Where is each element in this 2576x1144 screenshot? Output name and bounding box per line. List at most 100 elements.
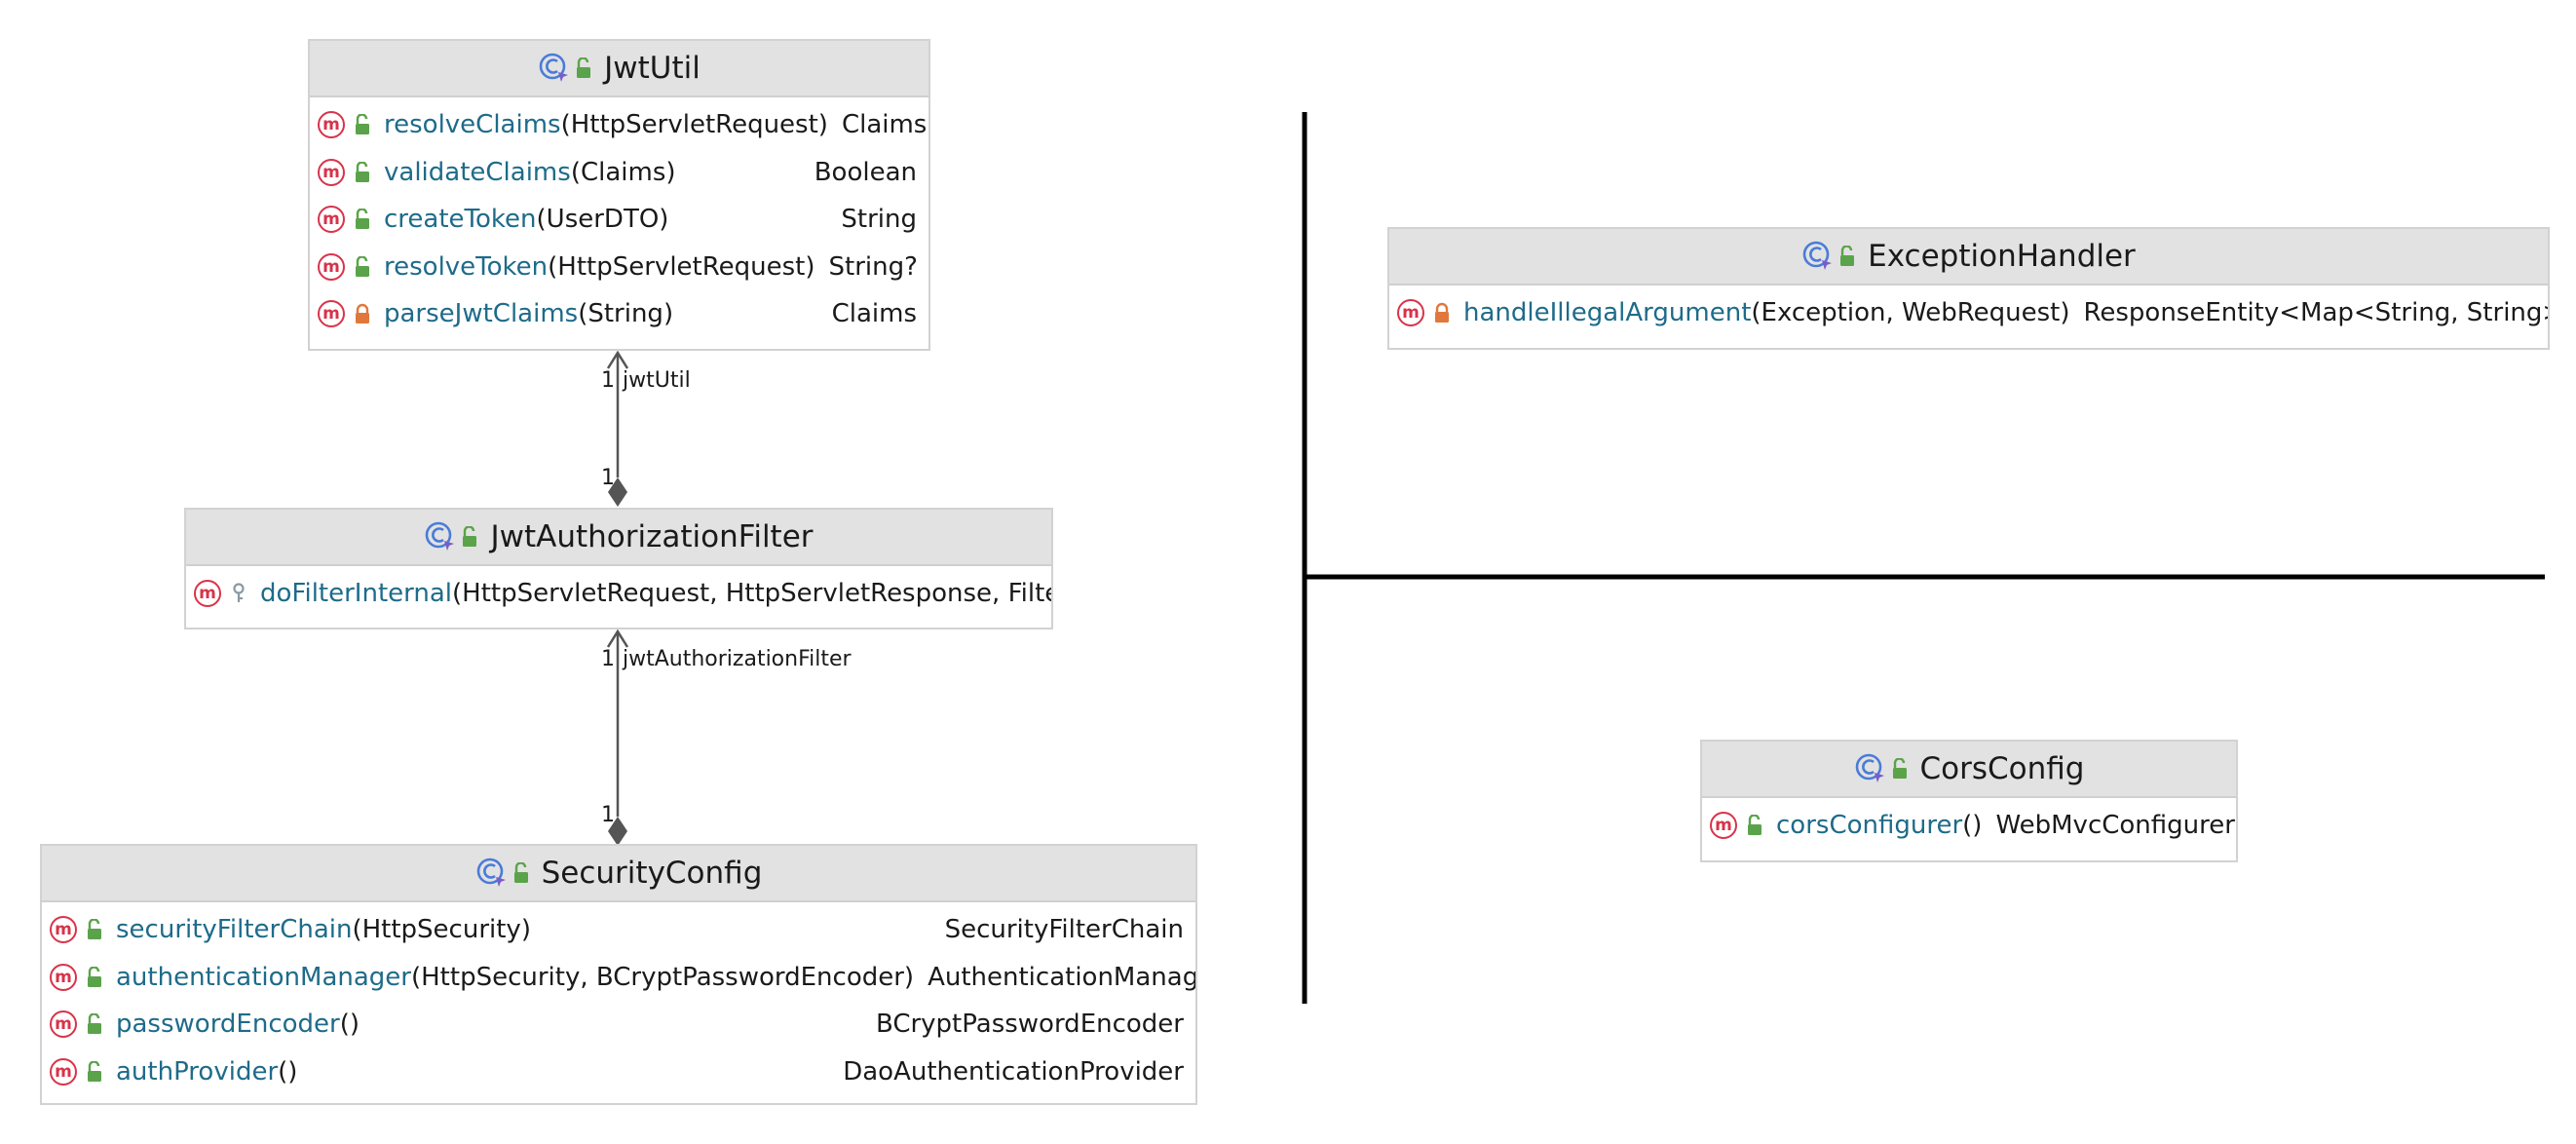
method-params: (UserDTO) <box>536 205 669 235</box>
method-name: authenticationManager <box>116 962 411 992</box>
public-lock-open-icon <box>85 1060 104 1084</box>
public-lock-open-icon <box>353 255 372 279</box>
protected-key-icon <box>229 582 248 605</box>
method-return-type: WebMvcConfigurer <box>1995 811 2235 841</box>
method-row[interactable]: m validateClaims(Claims) Boolean <box>310 149 928 197</box>
public-lock-open-icon <box>575 57 592 79</box>
class-icon <box>1801 240 1856 273</box>
relation-jwtutil-line[interactable] <box>606 350 629 507</box>
method-row[interactable]: m doFilterInternal(HttpServletRequest, Ht… <box>186 570 1051 618</box>
private-lock-icon <box>353 302 372 325</box>
class-header[interactable]: ExceptionHandler <box>1389 229 2548 286</box>
public-lock-open-icon <box>85 1012 104 1036</box>
method-name: doFilterInternal <box>260 579 453 609</box>
method-return-type: Claims? <box>841 110 928 140</box>
method-row[interactable]: m handleIllegalArgument(Exception, WebReq… <box>1389 289 2548 337</box>
public-lock-open-icon <box>353 161 372 184</box>
method-icon: m <box>194 580 221 608</box>
relation2-role-label: jwtAuthorizationFilter <box>623 647 852 671</box>
method-icon: m <box>1397 299 1424 327</box>
method-params: (HttpServletRequest, HttpServletResponse… <box>452 579 1053 609</box>
method-return-type: AuthenticationManager <box>928 962 1197 992</box>
public-lock-open-icon <box>85 918 104 941</box>
method-row[interactable]: m securityFilterChain(HttpSecurity) Securi… <box>42 906 1195 954</box>
class-icon <box>1854 752 1909 785</box>
method-icon: m <box>318 252 345 281</box>
class-header[interactable]: CorsConfig <box>1702 742 2236 798</box>
method-icon: m <box>50 1057 77 1086</box>
method-name: handleIllegalArgument <box>1463 298 1752 328</box>
method-return-type: ResponseEntity<Map<String, String>> <box>2083 298 2550 328</box>
method-return-type: DaoAuthenticationProvider <box>843 1056 1184 1087</box>
method-return-type: String? <box>828 251 918 282</box>
public-lock-open-icon <box>1745 814 1764 837</box>
method-params: (HttpSecurity, BCryptPasswordEncoder) <box>410 962 915 992</box>
public-lock-open-icon <box>461 526 478 548</box>
method-params: (Exception, WebRequest) <box>1751 298 2070 328</box>
relation2-source-multiplicity: 1 <box>601 803 615 827</box>
method-row[interactable]: m parseJwtClaims(String) Claims <box>310 290 928 338</box>
class-jwtauthorizationfilter[interactable]: JwtAuthorizationFilter m doFilterInternal(… <box>184 508 1053 629</box>
private-lock-icon <box>1432 301 1452 324</box>
method-name: securityFilterChain <box>116 915 353 945</box>
method-params: () <box>339 1010 360 1040</box>
method-icon: m <box>318 206 345 234</box>
relation-jwtfilter-line[interactable] <box>606 629 629 846</box>
relation2-target-multiplicity: 1 <box>601 647 615 671</box>
class-icon <box>538 52 592 85</box>
method-icon: m <box>50 963 77 991</box>
class-name: CorsConfig <box>1919 751 2085 786</box>
class-header[interactable]: JwtUtil <box>310 41 928 97</box>
method-icon: m <box>50 916 77 944</box>
method-icon: m <box>1710 812 1737 840</box>
class-name: ExceptionHandler <box>1868 239 2136 274</box>
method-params: (String) <box>578 299 674 329</box>
method-row[interactable]: m authenticationManager(HttpSecurity, BCr… <box>42 954 1195 1002</box>
method-row[interactable]: m corsConfigurer() WebMvcConfigurer <box>1702 802 2236 850</box>
method-icon: m <box>50 1011 77 1039</box>
method-icon: m <box>318 300 345 328</box>
class-name: SecurityConfig <box>541 856 763 891</box>
method-name: resolveToken <box>384 251 549 282</box>
method-params: (HttpServletRequest) <box>560 110 828 140</box>
method-name: corsConfigurer <box>1776 811 1963 841</box>
public-lock-open-icon <box>353 208 372 231</box>
public-lock-open-icon <box>353 113 372 136</box>
method-return-type: SecurityFilterChain <box>944 915 1184 945</box>
method-name: validateClaims <box>384 157 571 187</box>
method-return-type: Boolean <box>814 157 917 187</box>
method-name: parseJwtClaims <box>384 299 579 329</box>
method-name: resolveClaims <box>384 110 561 140</box>
class-icon <box>424 520 478 553</box>
method-row[interactable]: m resolveToken(HttpServletRequest) String? <box>310 244 928 291</box>
method-params: (HttpSecurity) <box>352 915 531 945</box>
class-name: JwtAuthorizationFilter <box>490 519 814 554</box>
class-header[interactable]: JwtAuthorizationFilter <box>186 510 1051 566</box>
public-lock-open-icon <box>1838 246 1856 267</box>
method-icon: m <box>318 158 345 186</box>
relation1-source-multiplicity: 1 <box>601 466 615 490</box>
class-corsconfig[interactable]: CorsConfig m corsConfigurer() WebMvcConfigu… <box>1700 740 2238 862</box>
relation1-target-multiplicity: 1 <box>601 368 615 393</box>
public-lock-open-icon <box>85 966 104 989</box>
class-exceptionhandler[interactable]: ExceptionHandler m handleIllegalArgument(E… <box>1387 227 2550 350</box>
method-name: passwordEncoder <box>116 1010 340 1040</box>
method-name: createToken <box>384 205 537 235</box>
public-lock-open-icon <box>512 862 530 884</box>
method-return-type: String <box>841 205 917 235</box>
class-icon <box>475 857 530 890</box>
method-row[interactable]: m passwordEncoder() BCryptPasswordEncoder <box>42 1001 1195 1049</box>
class-header[interactable]: SecurityConfig <box>42 846 1195 902</box>
method-params: (Claims) <box>570 157 676 187</box>
method-return-type: Claims <box>831 299 917 329</box>
method-params: () <box>1962 811 1983 841</box>
class-name: JwtUtil <box>604 51 701 86</box>
method-params: (HttpServletRequest) <box>548 251 815 282</box>
method-return-type: BCryptPasswordEncoder <box>875 1010 1184 1040</box>
method-row[interactable]: m createToken(UserDTO) String <box>310 196 928 244</box>
